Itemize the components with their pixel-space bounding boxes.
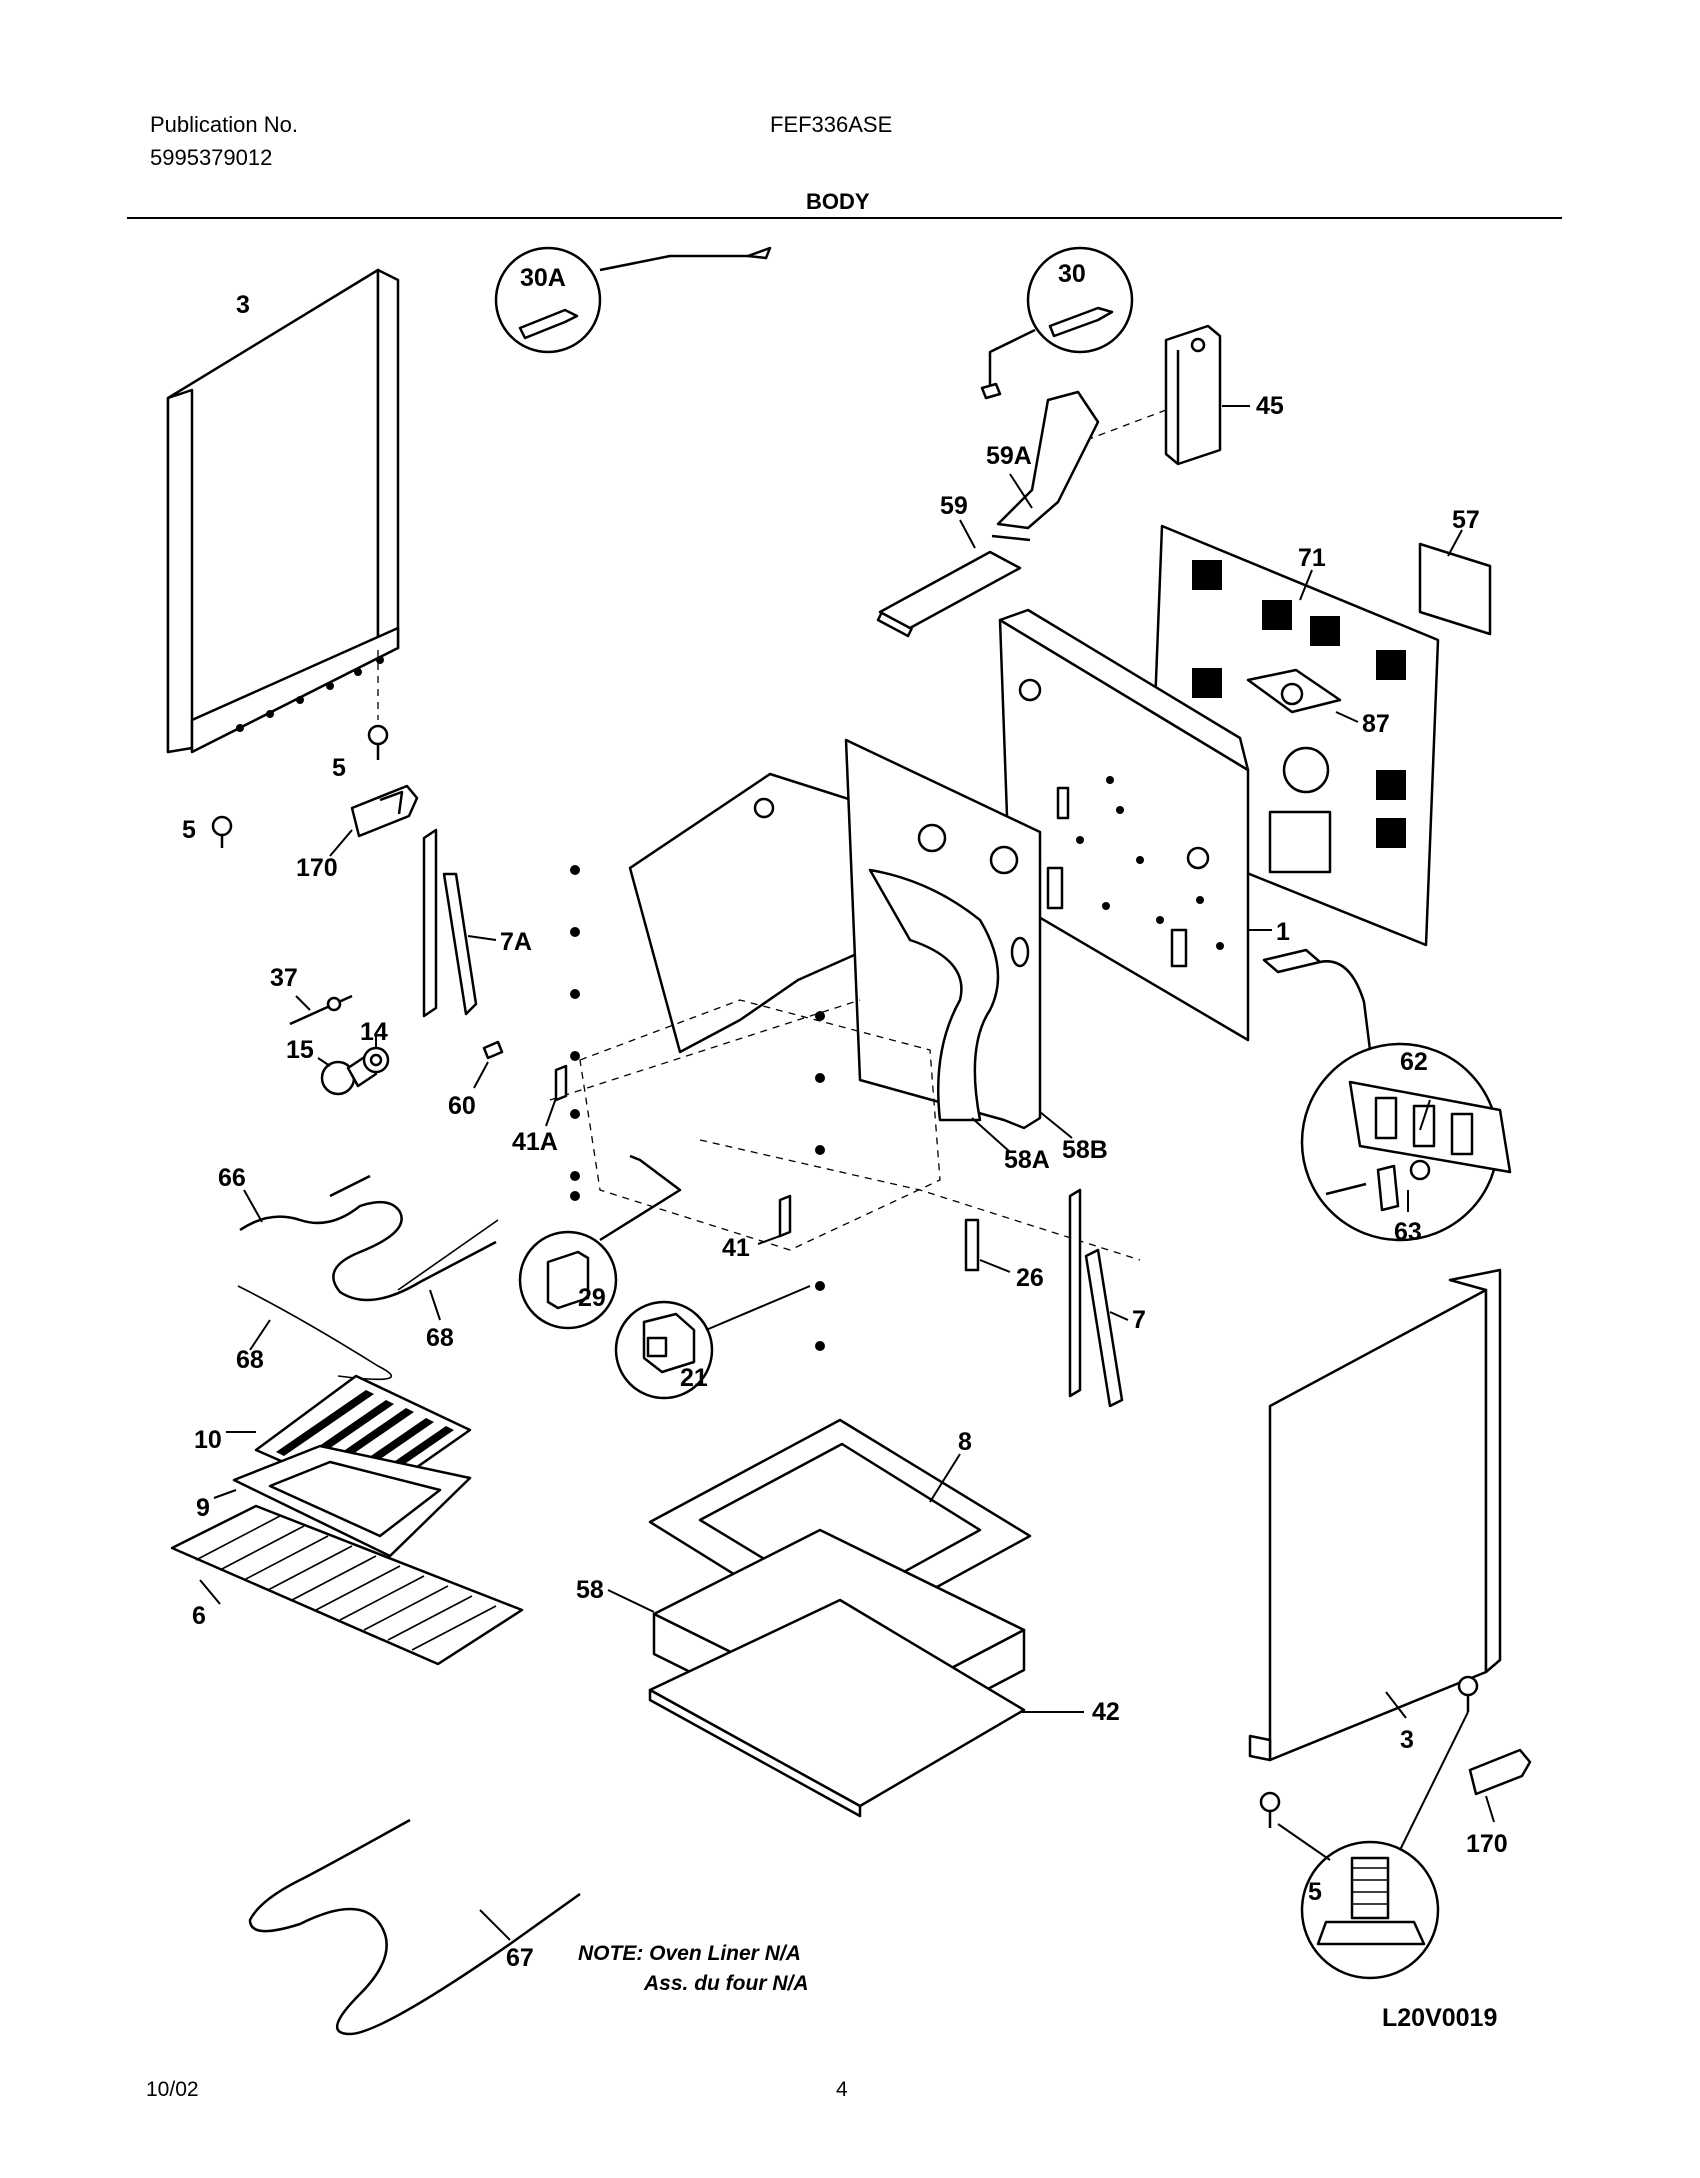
note-line-2: Ass. du four N/A	[643, 1972, 809, 1995]
terminal-block	[1262, 948, 1372, 1051]
callout-labels: 3 30A 30 45 59A 59 57 71 87 5 5 170 7A 1…	[182, 260, 1508, 1972]
publication-label: Publication No.	[150, 112, 298, 137]
callout-label: 170	[296, 854, 338, 882]
detail-30A	[494, 246, 772, 354]
rear-oven-wall-1	[998, 608, 1272, 1042]
callout-label: 42	[1092, 1698, 1120, 1726]
callout-label: 59	[940, 492, 968, 520]
lens-cover-14	[362, 1036, 390, 1074]
callout-label: 6	[192, 1602, 206, 1630]
bake-element-67	[248, 1818, 581, 2036]
detail-21	[614, 1285, 811, 1400]
light-bulb-15	[317, 1054, 378, 1096]
clip-41A	[545, 1064, 568, 1127]
body-frame-58A-58B	[628, 738, 1073, 1153]
gasket-87	[1246, 668, 1359, 723]
callout-label: 5	[1308, 1878, 1322, 1906]
callout-label: 41A	[512, 1128, 558, 1156]
side-panel-left	[166, 268, 400, 754]
callout-label: 58A	[1004, 1146, 1050, 1174]
element-68	[237, 1219, 499, 1381]
leveler-detail-5	[1277, 1711, 1469, 1980]
hinge-7	[1068, 1188, 1129, 1408]
callout-label: 60	[448, 1092, 476, 1120]
detail-30	[980, 246, 1134, 400]
callout-label: 1	[1276, 918, 1290, 946]
spacer-26	[964, 1218, 1011, 1273]
lamp-socket-37	[289, 994, 353, 1026]
note-line-1: NOTE: Oven Liner N/A	[578, 1942, 801, 1965]
model-number: FEF336ASE	[770, 112, 893, 137]
callout-label: 3	[236, 291, 250, 319]
callout-label: 7A	[500, 928, 532, 956]
callout-label: 45	[1256, 392, 1284, 420]
clip-60	[473, 1040, 504, 1089]
bracket-45	[1059, 324, 1250, 466]
callout-label: 14	[360, 1018, 388, 1046]
cover-57	[1418, 529, 1492, 636]
callout-label: 10	[194, 1426, 222, 1454]
callout-label: 30	[1058, 260, 1086, 288]
side-panel-right	[1248, 1268, 1502, 1762]
callout-label: 62	[1400, 1048, 1428, 1076]
callout-label: 5	[182, 816, 196, 844]
clip-41	[757, 1194, 792, 1245]
footer-date: 10/02	[146, 2078, 199, 2101]
callout-label: 7	[1132, 1306, 1146, 1334]
bottom-pan-42	[648, 1598, 1084, 1818]
callout-label: 5	[332, 754, 346, 782]
callout-label: 68	[236, 1346, 264, 1374]
callout-label: 68	[426, 1324, 454, 1352]
callout-label: 9	[196, 1494, 210, 1522]
callout-label: 57	[1452, 506, 1480, 534]
page-number: 4	[836, 2078, 848, 2101]
screw-row	[570, 865, 825, 1351]
screw-icon	[1259, 1675, 1479, 1828]
insulation-59A	[991, 390, 1100, 542]
publication-number: 5995379012	[150, 145, 273, 170]
callout-label: 66	[218, 1164, 246, 1192]
callout-label: 8	[958, 1428, 972, 1456]
screw-icon	[211, 724, 389, 848]
broiler-insert-9	[213, 1444, 472, 1558]
oven-cavity-outline	[549, 999, 1141, 1261]
callout-label: 87	[1362, 710, 1390, 738]
callout-label: 58B	[1062, 1136, 1108, 1164]
callout-label: 30A	[520, 264, 566, 292]
detail-29	[518, 1154, 682, 1330]
callout-label: 59A	[986, 442, 1032, 470]
oven-rack-6	[170, 1504, 524, 1666]
detail-62-63	[1300, 1042, 1512, 1242]
drawing-code: L20V0019	[1382, 2004, 1497, 2032]
callout-label: 3	[1400, 1726, 1414, 1754]
insulation-59	[876, 519, 1022, 638]
callout-label: 63	[1394, 1218, 1422, 1246]
callout-label: 71	[1298, 544, 1326, 572]
header-rule	[127, 217, 1562, 219]
callout-label: 29	[578, 1284, 606, 1312]
anti-tip-bracket-icon	[1468, 1748, 1532, 1823]
callout-label: 58	[576, 1576, 604, 1604]
broil-element-66	[239, 1174, 497, 1302]
callout-label: 21	[680, 1364, 708, 1392]
hinge-7A	[422, 828, 497, 1018]
anti-tip-bracket-icon	[329, 784, 419, 857]
callout-label: 170	[1466, 1830, 1508, 1858]
callout-label: 37	[270, 964, 298, 992]
callout-label: 41	[722, 1234, 750, 1262]
callout-label: 26	[1016, 1264, 1044, 1292]
section-title: BODY	[806, 189, 870, 214]
callout-label: 15	[286, 1036, 314, 1064]
callout-label: 67	[506, 1944, 534, 1972]
